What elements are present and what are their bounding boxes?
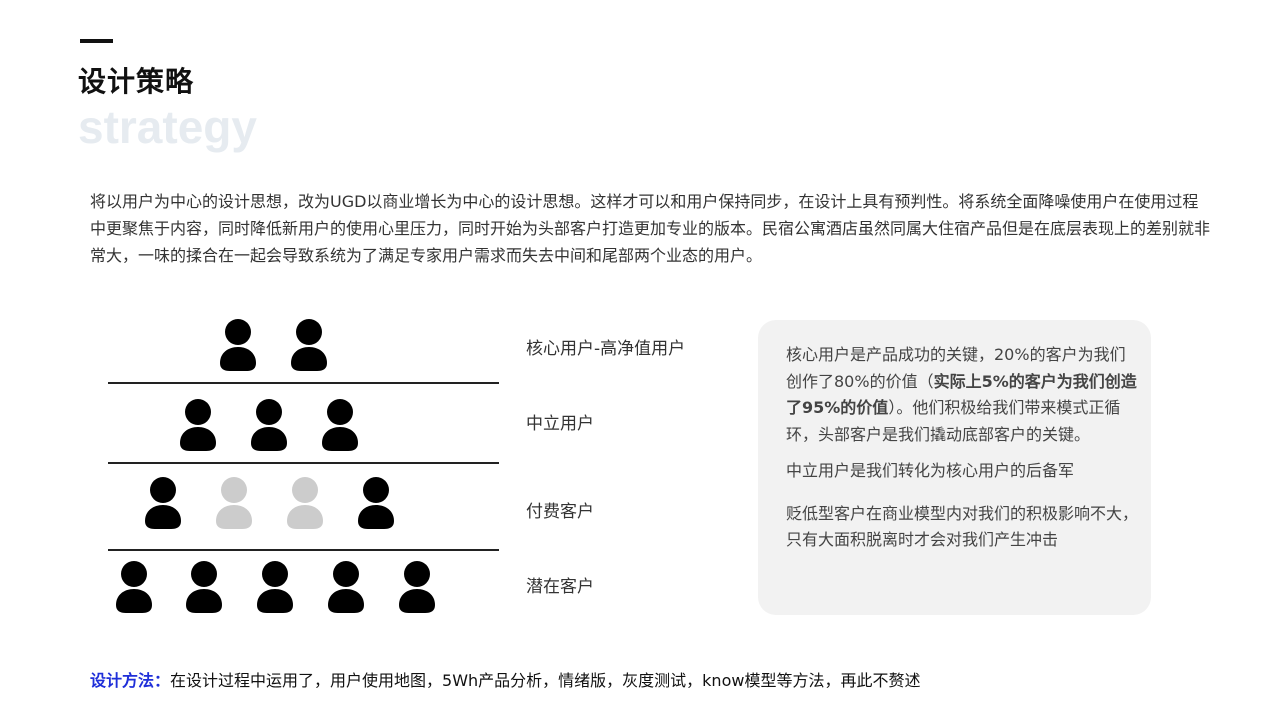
person-icon [356,477,396,531]
person-icon [285,477,325,531]
person-icon [320,399,360,453]
person-icon [397,561,437,615]
tier-label-paying: 付费客户 [526,502,594,522]
tier-divider [108,382,499,384]
note-neutral-users: 中立用户是我们转化为核心用户的后备军 [786,461,1075,480]
tier-label-potential: 潜在客户 [526,577,594,597]
note-core-users: 核心用户是产品成功的关键，20%的客户为我们创作了80%的价值（实际上5%的客户… [786,345,1137,444]
person-icon [184,561,224,615]
intro-paragraph: 将以用户为中心的设计思想，改为UGD以商业增长为中心的设计思想。这样才可以和用户… [90,192,1211,265]
person-icon [289,319,329,373]
design-method-label: 设计方法： [90,671,171,690]
tier-label-core: 核心用户-高净值用户 [526,339,686,359]
person-icon [114,561,154,615]
person-icon [143,477,183,531]
page-title: 设计策略 [78,65,195,98]
person-icon [214,477,254,531]
note-low-users: 贬低型客户在商业模型内对我们的积极影响不大，只有大面积脱离时才会对我们产生冲击 [786,503,1139,550]
person-icon [218,319,258,373]
note-core-emphasis: 实际上5%的客户为我们创造了95%的价值 [786,371,1137,418]
tier-divider [108,549,499,551]
design-method-text: 在设计过程中运用了，用户使用地图，5Wh产品分析，情绪版，灰度测试，know模型… [170,671,921,690]
notes-card: 核心用户是产品成功的关键，20%的客户为我们创作了80%的价值（实际上5%的客户… [758,320,1151,615]
person-icon [178,399,218,453]
title-accent-bar [80,39,113,43]
page-subtitle: strategy [78,101,257,153]
person-icon [255,561,295,615]
person-icon [249,399,289,453]
tier-label-neutral: 中立用户 [526,414,594,434]
person-icon [326,561,366,615]
design-method: 设计方法：在设计过程中运用了，用户使用地图，5Wh产品分析，情绪版，灰度测试，k… [90,670,920,692]
tier-divider [108,462,499,464]
